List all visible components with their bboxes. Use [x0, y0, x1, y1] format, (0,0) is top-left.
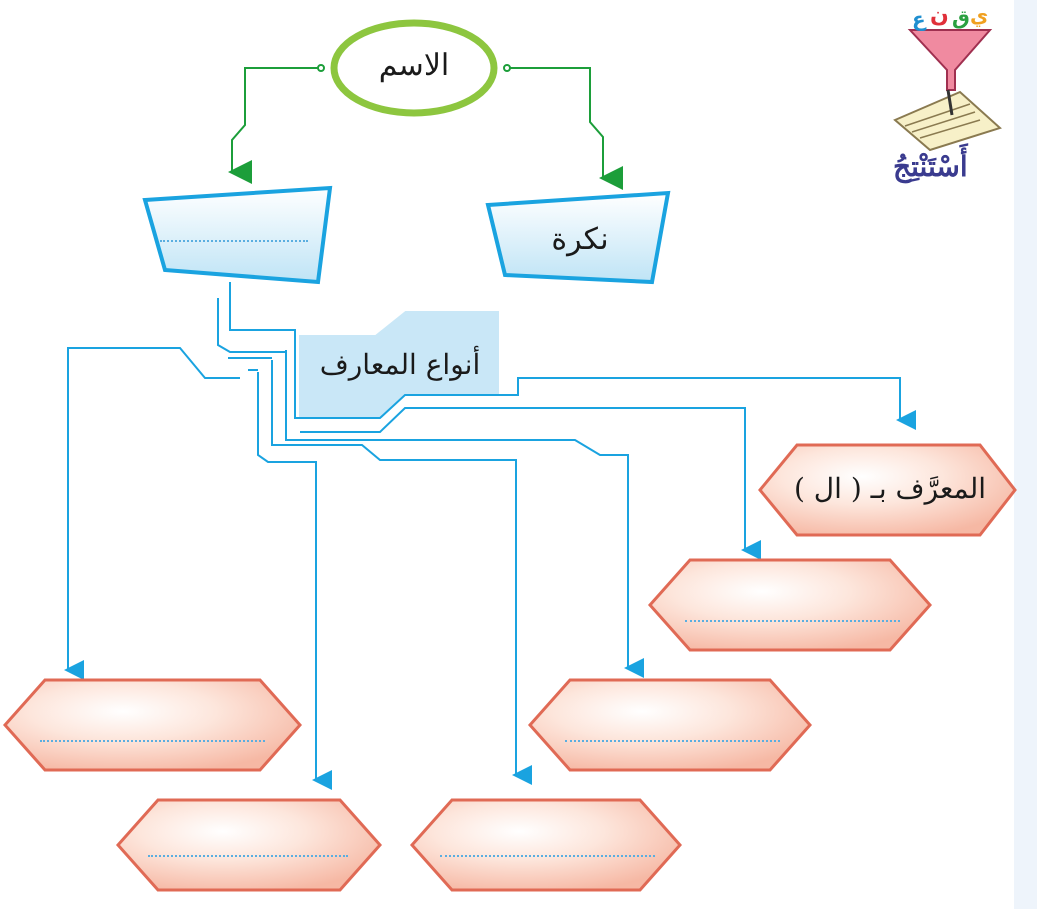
marifa-blank: [160, 240, 308, 242]
type-label-1: المعرَّف بـ ( ال ): [793, 472, 987, 505]
type-blank-4: [40, 740, 265, 742]
type-shape-3: [527, 678, 813, 772]
blue-connectors: [64, 282, 916, 790]
type-shape-1: [758, 443, 1017, 537]
funnel-letters-icon: ع ن ق ي: [893, 3, 1002, 152]
marifa-shape: [142, 185, 333, 285]
green-connectors: [228, 64, 623, 190]
nakira-shape: [485, 190, 671, 285]
root-ellipse: [330, 19, 498, 117]
type-blank-2: [685, 620, 900, 622]
type-shape-2: [647, 558, 933, 652]
type-blank-3: [565, 740, 780, 742]
root-label: الاسم: [378, 48, 450, 83]
type-blank-5: [148, 855, 348, 857]
svg-text:ي: ي: [970, 3, 988, 28]
icon-label: أَسْتَنْتِجُ: [893, 150, 968, 183]
svg-text:ن: ن: [930, 3, 949, 28]
nakira-label: نكرة: [551, 222, 609, 257]
type-blank-6: [440, 855, 655, 857]
type-shape-5: [115, 798, 383, 892]
page-margin-strip: [1014, 0, 1037, 909]
svg-text:ق: ق: [952, 5, 970, 29]
types-header-label: أنواع المعارف: [319, 348, 481, 381]
type-shape-4: [2, 678, 303, 772]
type-shape-6: [409, 798, 683, 892]
svg-text:ع: ع: [912, 7, 927, 31]
